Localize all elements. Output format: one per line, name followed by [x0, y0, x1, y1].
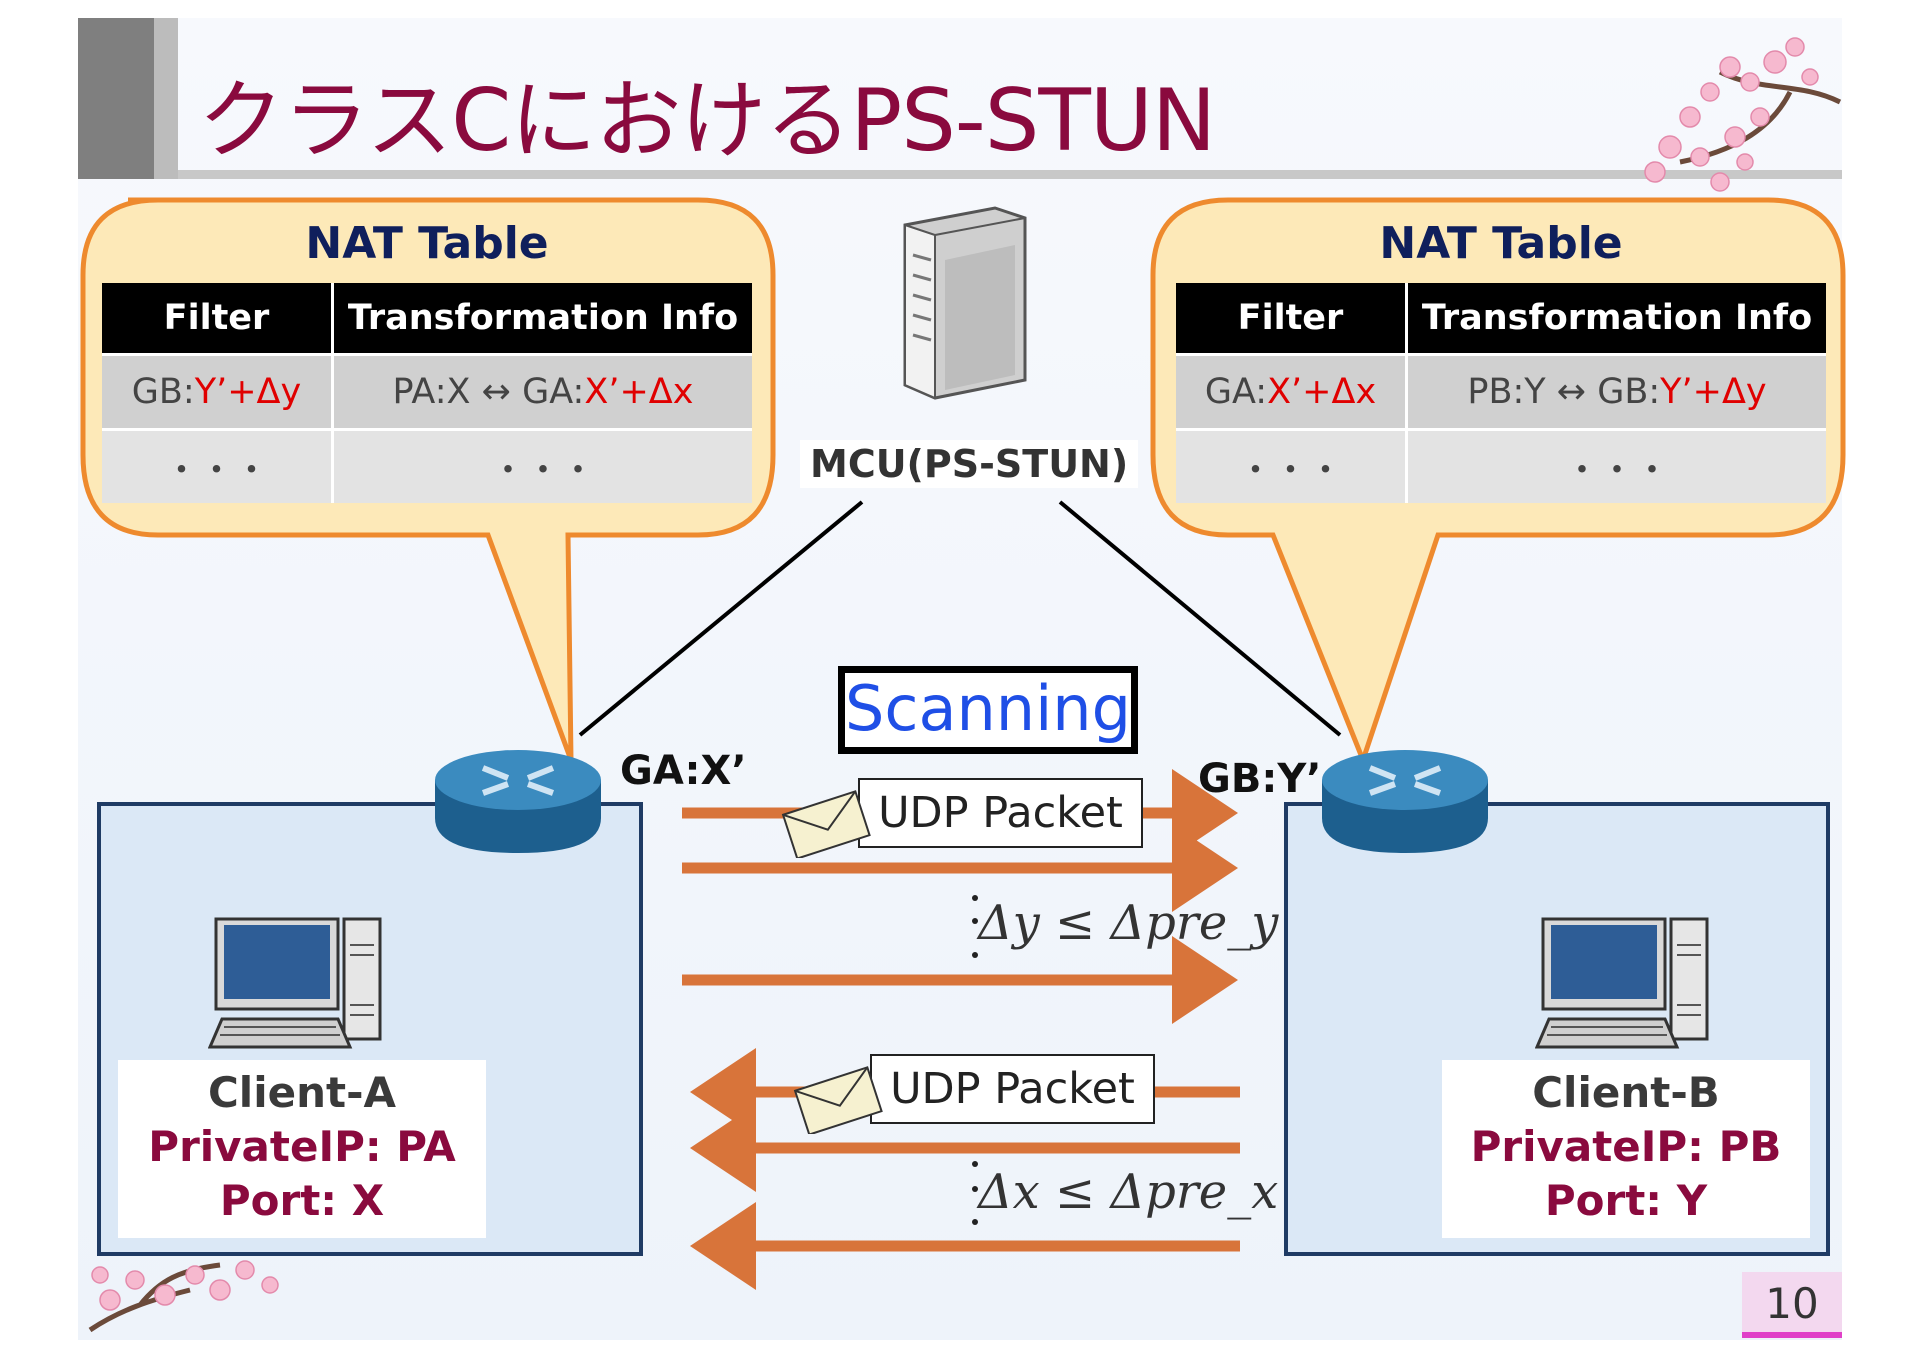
envelope-icon: [781, 790, 871, 858]
gateway-b-label: GB:Y’: [1198, 756, 1322, 802]
router-b-icon: [1322, 750, 1488, 853]
nat-cell-ellipsis: ・・・: [1406, 428, 1826, 503]
computer-a-icon: [208, 917, 382, 1049]
computer-b-icon: [1535, 917, 1709, 1049]
scanning-label: Scanning: [845, 672, 1131, 745]
mcu-link-b: [1058, 500, 1342, 737]
nat-table-title-right: NAT Table: [1379, 218, 1623, 269]
nat-header-transformation: Transformation Info: [332, 283, 752, 355]
mcu-label: MCU(PS-STUN): [800, 440, 1139, 488]
nat-table-left: Filter Transformation Info GB:Y’+Δy PA:X…: [102, 283, 752, 503]
nat-cell-ellipsis: ・・・: [1176, 428, 1408, 503]
scanning-box: Scanning: [838, 666, 1138, 754]
slide-title: クラスCにおけるPS-STUN: [198, 71, 1216, 171]
nat-header-transformation: Transformation Info: [1406, 283, 1826, 355]
nat-cell-transformation: PB:Y ↔ GB:Y’+Δy: [1406, 353, 1826, 430]
nat-cell-filter: GA:X’+Δx: [1176, 353, 1408, 430]
udp-packet-label-bottom: UDP Packet: [870, 1054, 1155, 1124]
client-b-ip: PrivateIP: PB: [1470, 1122, 1782, 1171]
nat-header-filter: Filter: [102, 283, 334, 355]
client-b-port: Port: Y: [1544, 1176, 1708, 1225]
nat-table-title-left: NAT Table: [305, 218, 549, 269]
nat-cell-filter: GB:Y’+Δy: [102, 353, 334, 430]
server-icon: [903, 206, 1027, 400]
title-underline: [178, 170, 1842, 179]
client-a-card: Client-A PrivateIP: PA Port: X: [118, 1060, 486, 1238]
cherry-blossom-icon: [88, 1260, 279, 1333]
envelope-icon: [793, 1066, 883, 1134]
client-b-card: Client-B PrivateIP: PB Port: Y: [1442, 1060, 1810, 1238]
nat-cell-ellipsis: ・・・: [332, 428, 752, 503]
nat-cell-ellipsis: ・・・: [102, 428, 334, 503]
udp-packet-label-top: UDP Packet: [858, 778, 1143, 848]
title-accent-bar: [78, 18, 154, 179]
nat-table-right: Filter Transformation Info GA:X’+Δx PB:Y…: [1176, 283, 1826, 503]
gateway-a-label: GA:X’: [620, 748, 747, 794]
nat-cell-transformation: PA:X ↔ GA:X’+Δx: [332, 353, 752, 430]
condition-delta-y: Δy ≤ Δpre_y: [978, 895, 1279, 951]
condition-delta-x: Δx ≤ Δpre_x: [978, 1164, 1279, 1220]
nat-header-filter: Filter: [1176, 283, 1408, 355]
client-a-ip: PrivateIP: PA: [148, 1122, 456, 1171]
router-a-icon: [435, 750, 601, 853]
cherry-blossom-icon: [1644, 37, 1842, 192]
title-accent-bar-light: [154, 18, 178, 179]
client-b-name: Client-B: [1532, 1068, 1720, 1117]
mcu-link-a: [578, 500, 864, 737]
page-number: 10: [1742, 1272, 1842, 1338]
client-a-port: Port: X: [219, 1176, 385, 1225]
client-a-name: Client-A: [207, 1068, 396, 1117]
